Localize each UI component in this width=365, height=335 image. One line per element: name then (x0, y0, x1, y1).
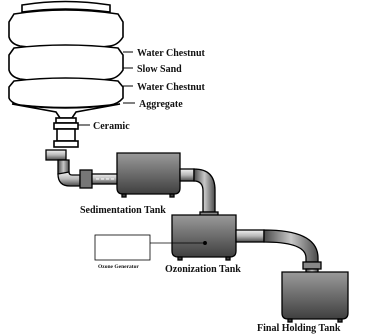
sedimentation-tank (116, 152, 181, 198)
bottle-layer-2 (8, 44, 124, 83)
label-water-chestnut-top: Water Chestnut (137, 48, 206, 59)
bottle-cap (21, 0, 111, 13)
label-sedimentation-tank: Sedimentation Tank (80, 205, 166, 216)
label-leaders (78, 51, 135, 126)
ozonization-tank (171, 214, 237, 261)
label-slow-sand: Slow Sand (137, 64, 182, 75)
pipe-ozonization-to-final (235, 229, 322, 274)
label-aggregate: Aggregate (139, 99, 183, 110)
bottle-neck-ring-3 (53, 140, 79, 148)
label-final-holding-tank: Final Holding Tank (257, 323, 341, 334)
ozone-generator (94, 234, 205, 261)
bottle-layer-1 (8, 9, 124, 50)
label-ceramic: Ceramic (93, 121, 130, 132)
label-ozonization-tank: Ozonization Tank (165, 264, 241, 275)
filter-bottle (8, 0, 124, 148)
ceramic-section (56, 128, 76, 142)
bottle-neck-ring-2 (53, 122, 79, 130)
final-holding-tank (281, 271, 349, 323)
bottle-layer-3 (8, 77, 124, 109)
label-ozone-generator: Ozone Generator (98, 264, 139, 270)
ozone-generator-box (94, 234, 151, 261)
label-water-chestnut-bottom: Water Chestnut (137, 82, 206, 93)
pipe-bottle-to-sedimentation (45, 149, 119, 189)
